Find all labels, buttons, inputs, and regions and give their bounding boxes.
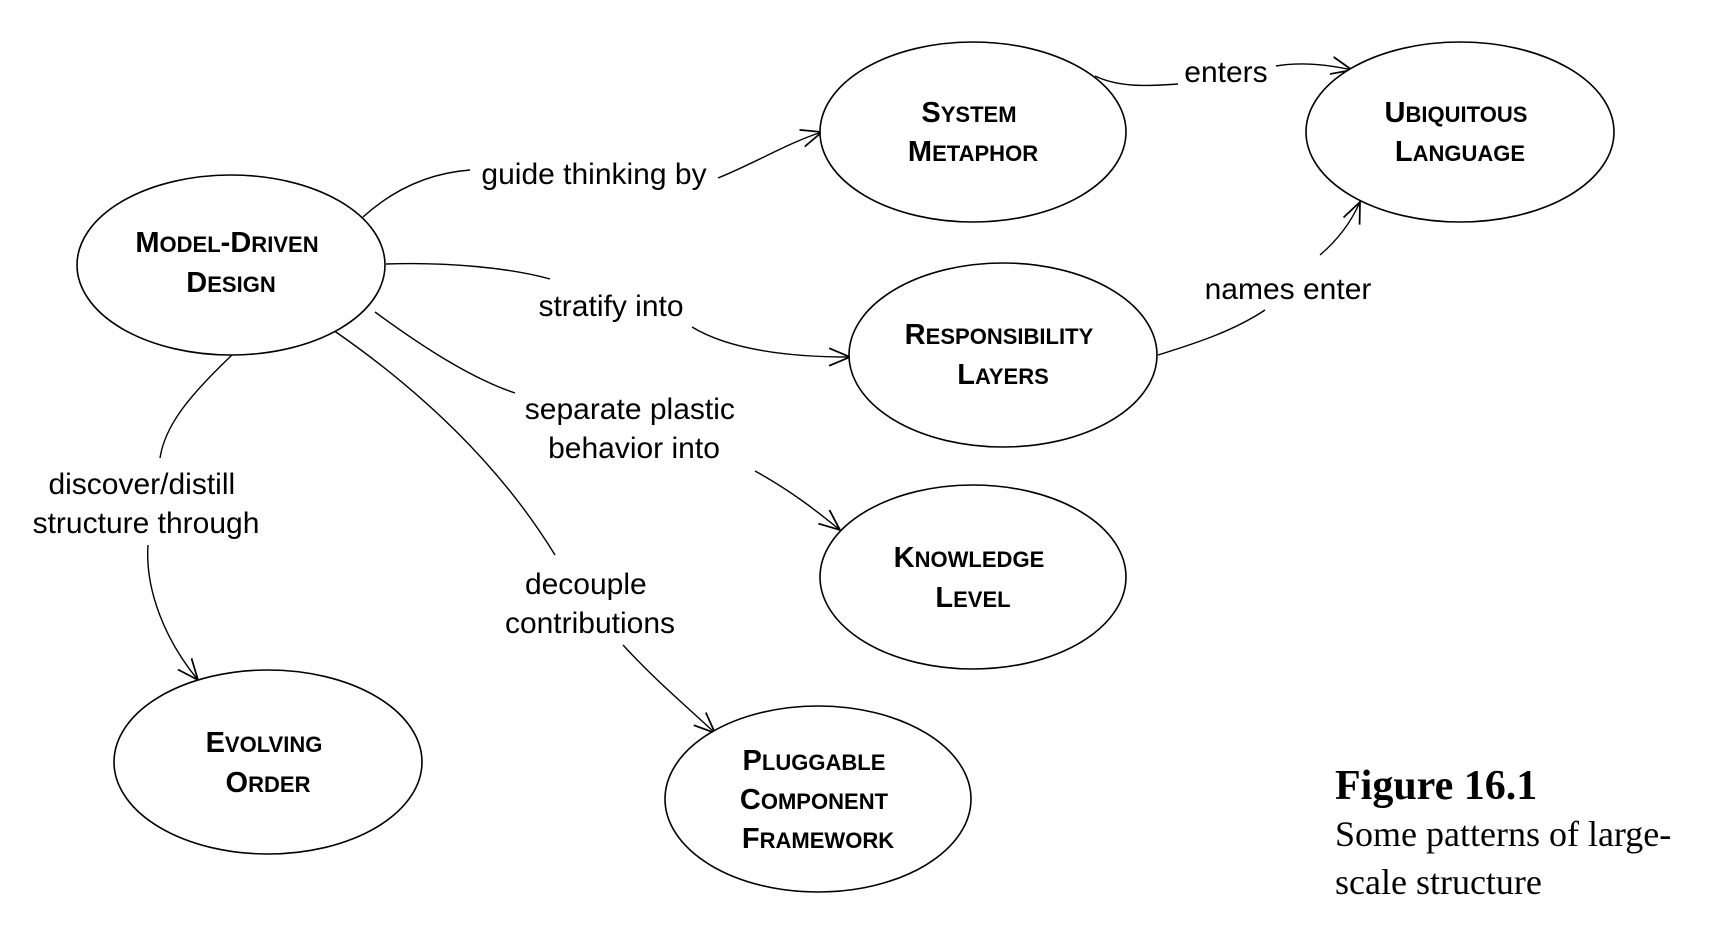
edge-label-line: names enter [1205, 273, 1372, 306]
edge-label-line: enters [1184, 56, 1267, 89]
label-pluggable-component-framework: PLUGGABLE COMPONENT FRAMEWORK [740, 745, 896, 855]
label-responsibility-layers: RESPONSIBILITY LAYERS [905, 319, 1102, 391]
caption-line: scale structure [1335, 862, 1542, 902]
label-system-metaphor: SYSTEM METAPHOR [908, 97, 1038, 168]
node-line: LANGUAGE [1395, 136, 1525, 168]
edge-label-line: guide thinking by [481, 158, 706, 191]
node-line: DESIGN [186, 267, 275, 299]
edge-guide-thinking-by-b [717, 132, 822, 179]
edge-label-line: separate plastic [525, 393, 735, 426]
edge-names-enter-a [1157, 309, 1266, 356]
edge-separate-plastic-a [374, 311, 516, 394]
node-evolving-order [113, 669, 423, 855]
edge-guide-thinking-by-a [362, 169, 471, 218]
edge-enters-b [1275, 64, 1352, 70]
node-line: METAPHOR [908, 136, 1038, 168]
node-line: KNOWLEDGE [894, 542, 1045, 574]
edge-stratify-into-a [385, 262, 551, 280]
node-model-driven-design [76, 174, 386, 356]
edge-enters-a [1094, 75, 1179, 87]
node-line: SYSTEM [921, 97, 1016, 129]
node-line: LAYERS [957, 359, 1049, 391]
figure-title: Figure 16.1 [1335, 763, 1537, 809]
edge-label-line: discover/distill [48, 468, 235, 501]
node-line: PLUGGABLE [743, 745, 886, 777]
edge-names-enter-b [1319, 202, 1360, 256]
node-line: LEVEL [935, 582, 1010, 614]
edge-stratify-into-b [691, 326, 850, 357]
node-responsibility-layers [848, 262, 1158, 448]
edge-label-line: contributions [505, 607, 675, 640]
edge-discover-distill-a [159, 354, 233, 459]
edge-label-decouple: decouple contributions [505, 568, 675, 640]
edge-label-enters: enters [1184, 56, 1267, 89]
edge-separate-plastic-b [754, 470, 840, 530]
label-model-driven-design: MODEL-DRIVEN DESIGN [135, 227, 326, 299]
edge-label-discover-distill: discover/distill structure through [33, 468, 260, 540]
caption-line: Some patterns of large- [1335, 814, 1671, 854]
edge-label-line: behavior into [548, 432, 720, 465]
node-line: EVOLVING [206, 727, 323, 759]
edge-decouple-b [622, 644, 715, 733]
node-pluggable-component-framework [664, 705, 972, 893]
node-ubiquitous-language [1305, 41, 1615, 223]
label-ubiquitous-language: UBIQUITOUS LANGUAGE [1385, 97, 1536, 168]
node-line: COMPONENT [740, 784, 889, 816]
edge-label-separate-plastic: separate plastic behavior into [525, 393, 743, 465]
edge-label-stratify-into: stratify into [538, 290, 683, 323]
edge-label-line: structure through [33, 507, 260, 540]
edge-decouple-a [332, 329, 556, 556]
edge-label-line: decouple [525, 568, 647, 601]
node-line: ORDER [226, 767, 311, 799]
edge-label-line: stratify into [538, 290, 683, 323]
label-evolving-order: EVOLVING ORDER [206, 727, 331, 799]
node-line: MODEL-DRIVEN [135, 227, 318, 259]
node-system-metaphor [819, 41, 1127, 223]
node-line: UBIQUITOUS [1385, 97, 1528, 129]
figure-caption: Some patterns of large- scale structure [1335, 814, 1680, 902]
node-line: RESPONSIBILITY [905, 319, 1094, 351]
node-knowledge-level [819, 484, 1127, 670]
node-line: FRAMEWORK [742, 823, 894, 855]
edge-label-guide-thinking-by: guide thinking by [481, 158, 706, 191]
label-knowledge-level: KNOWLEDGE LEVEL [894, 542, 1053, 614]
edge-discover-distill-b [147, 544, 198, 680]
edge-label-names-enter: names enter [1205, 273, 1372, 306]
